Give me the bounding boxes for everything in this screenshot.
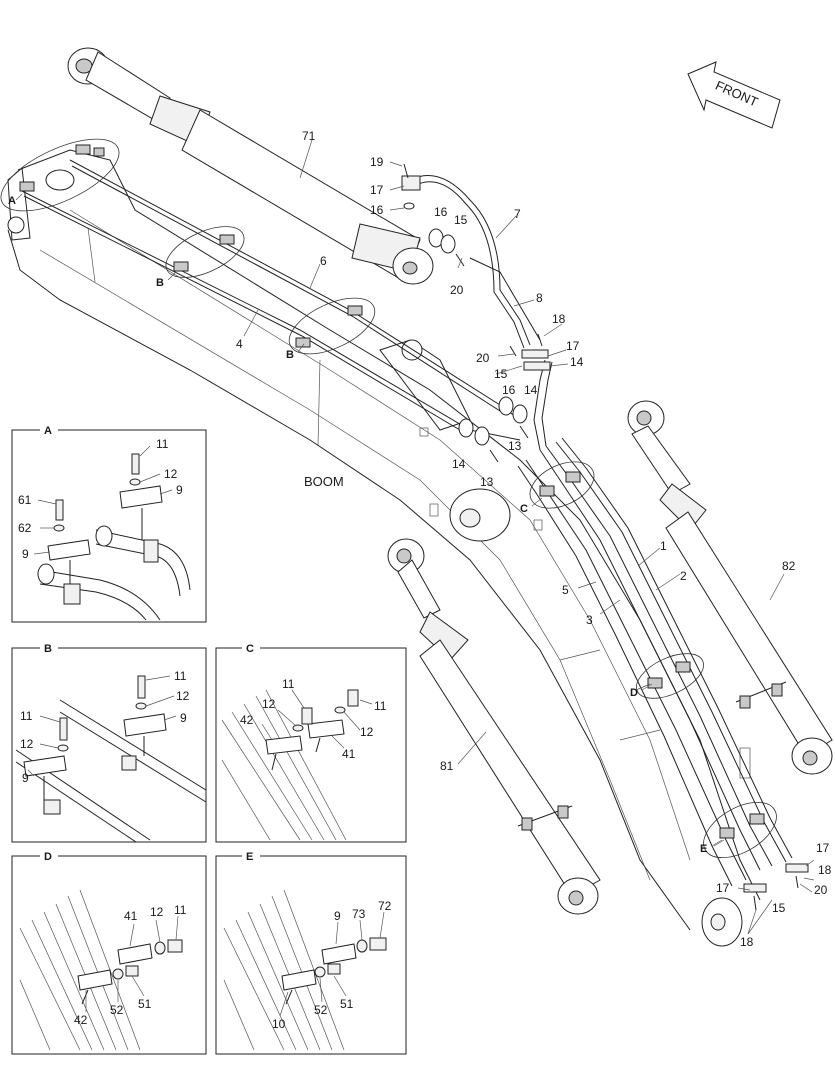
front-arrow-icon: FRONT bbox=[687, 61, 781, 129]
detail-A-label-62: 62 bbox=[18, 521, 32, 535]
detail-A-label-9: 9 bbox=[176, 483, 183, 497]
callout-18b: 18 bbox=[818, 863, 832, 877]
callout-16c: 16 bbox=[502, 383, 516, 397]
boom-label: BOOM bbox=[304, 474, 344, 489]
callout-71: 71 bbox=[302, 129, 316, 143]
callout-15c: 15 bbox=[772, 901, 786, 915]
callout-15: 15 bbox=[454, 213, 468, 227]
callout-letter-C: C bbox=[520, 503, 528, 515]
detail-C-label-11: 11 bbox=[282, 677, 295, 691]
detail-E-label-73: 73 bbox=[352, 907, 366, 921]
detail-B-label-11: 11 bbox=[174, 669, 187, 683]
arm-cylinder-81 bbox=[387, 538, 601, 915]
detail-B-label-12: 12 bbox=[176, 689, 190, 703]
detail-C-label-41: 41 bbox=[342, 747, 356, 761]
detail-box-B: B 11 12 9 11 12 9 bbox=[11, 642, 207, 843]
callout-17c: 17 bbox=[816, 841, 830, 855]
clamp-group-E bbox=[703, 801, 777, 859]
detail-A-label-9b: 9 bbox=[22, 547, 29, 561]
callout-16b: 16 bbox=[434, 205, 448, 219]
detail-E-label-9: 9 bbox=[334, 909, 341, 923]
callout-13b: 13 bbox=[480, 475, 494, 489]
callout-19: 19 bbox=[370, 155, 384, 169]
callout-82: 82 bbox=[782, 559, 796, 573]
arm-cylinder-82 bbox=[627, 400, 833, 775]
detail-D-label-52: 52 bbox=[110, 1003, 124, 1017]
detail-E-label-52: 52 bbox=[314, 1003, 328, 1017]
boom-body bbox=[7, 149, 761, 947]
callout-20: 20 bbox=[450, 283, 464, 297]
detail-A-label-61: 61 bbox=[18, 493, 32, 507]
detail-A-label-12: 12 bbox=[164, 467, 178, 481]
callout-letter-B2: B bbox=[286, 349, 294, 361]
detail-D-label-42: 42 bbox=[74, 1013, 88, 1027]
detail-C-title: C bbox=[246, 643, 254, 655]
detail-A-label-11: 11 bbox=[156, 437, 169, 451]
detail-D-label-11: 11 bbox=[174, 903, 187, 917]
callout-14b: 14 bbox=[524, 383, 538, 397]
detail-B-label-11b: 11 bbox=[20, 709, 33, 723]
detail-C-label-42: 42 bbox=[240, 713, 254, 727]
boom-cylinder-71 bbox=[67, 47, 434, 285]
leader-lines bbox=[15, 139, 815, 935]
callout-2: 2 bbox=[680, 569, 687, 583]
clamp-group-D bbox=[636, 653, 704, 699]
detail-B-label-9b: 9 bbox=[22, 771, 29, 785]
callout-20b: 20 bbox=[476, 351, 490, 365]
callout-17: 17 bbox=[370, 183, 384, 197]
clamp-group-A bbox=[0, 138, 120, 212]
detail-D-label-12: 12 bbox=[150, 905, 164, 919]
detail-box-C: C 11 11 12 42 12 41 bbox=[215, 642, 407, 843]
detail-D-label-51: 51 bbox=[138, 997, 152, 1011]
callout-20c: 20 bbox=[814, 883, 828, 897]
callout-letter-E: E bbox=[700, 843, 707, 855]
clamp-group-B2 bbox=[288, 297, 376, 355]
callout-15b: 15 bbox=[494, 367, 508, 381]
callout-17b: 17 bbox=[566, 339, 580, 353]
callout-18c: 18 bbox=[740, 935, 754, 949]
main-callouts: 71 19 17 16 16 15 7 6 20 8 18 4 20 17 14… bbox=[8, 129, 832, 949]
detail-D-label-41: 41 bbox=[124, 909, 138, 923]
detail-A-title: A bbox=[44, 425, 52, 437]
detail-E-label-72: 72 bbox=[378, 899, 392, 913]
detail-B-label-12b: 12 bbox=[20, 737, 34, 751]
detail-C-label-12b: 12 bbox=[360, 725, 374, 739]
callout-18: 18 bbox=[552, 312, 566, 326]
callout-4: 4 bbox=[236, 337, 243, 351]
detail-box-E: E 9 73 72 10 52 51 bbox=[215, 850, 407, 1055]
detail-D-title: D bbox=[44, 851, 52, 863]
callout-17d: 17 bbox=[716, 881, 730, 895]
detail-B-label-9: 9 bbox=[180, 711, 187, 725]
callout-letter-D: D bbox=[630, 687, 638, 699]
callout-1: 1 bbox=[660, 539, 667, 553]
callout-7: 7 bbox=[514, 207, 521, 221]
callout-14: 14 bbox=[570, 355, 584, 369]
callout-5: 5 bbox=[562, 583, 569, 597]
detail-C-label-11b: 11 bbox=[374, 699, 387, 713]
detail-C-label-12: 12 bbox=[262, 697, 276, 711]
detail-E-title: E bbox=[246, 851, 253, 863]
callout-6: 6 bbox=[320, 254, 327, 268]
callout-3: 3 bbox=[586, 613, 593, 627]
callout-letter-B1: B bbox=[156, 277, 164, 289]
clamp-group-B1 bbox=[165, 226, 245, 278]
callout-81: 81 bbox=[440, 759, 454, 773]
clamp-group-C bbox=[529, 461, 595, 509]
detail-E-label-10: 10 bbox=[272, 1017, 286, 1031]
callout-16: 16 bbox=[370, 203, 384, 217]
detail-E-label-51: 51 bbox=[340, 997, 354, 1011]
callout-14c: 14 bbox=[452, 457, 466, 471]
callout-8: 8 bbox=[536, 291, 543, 305]
detail-B-title: B bbox=[44, 643, 52, 655]
detail-box-A: A 11 12 9 61 62 9 bbox=[11, 424, 207, 623]
callout-letter-A: A bbox=[8, 195, 16, 207]
detail-box-D: D 41 12 11 42 52 51 bbox=[11, 850, 207, 1055]
callout-13: 13 bbox=[508, 439, 522, 453]
fittings bbox=[401, 163, 809, 911]
